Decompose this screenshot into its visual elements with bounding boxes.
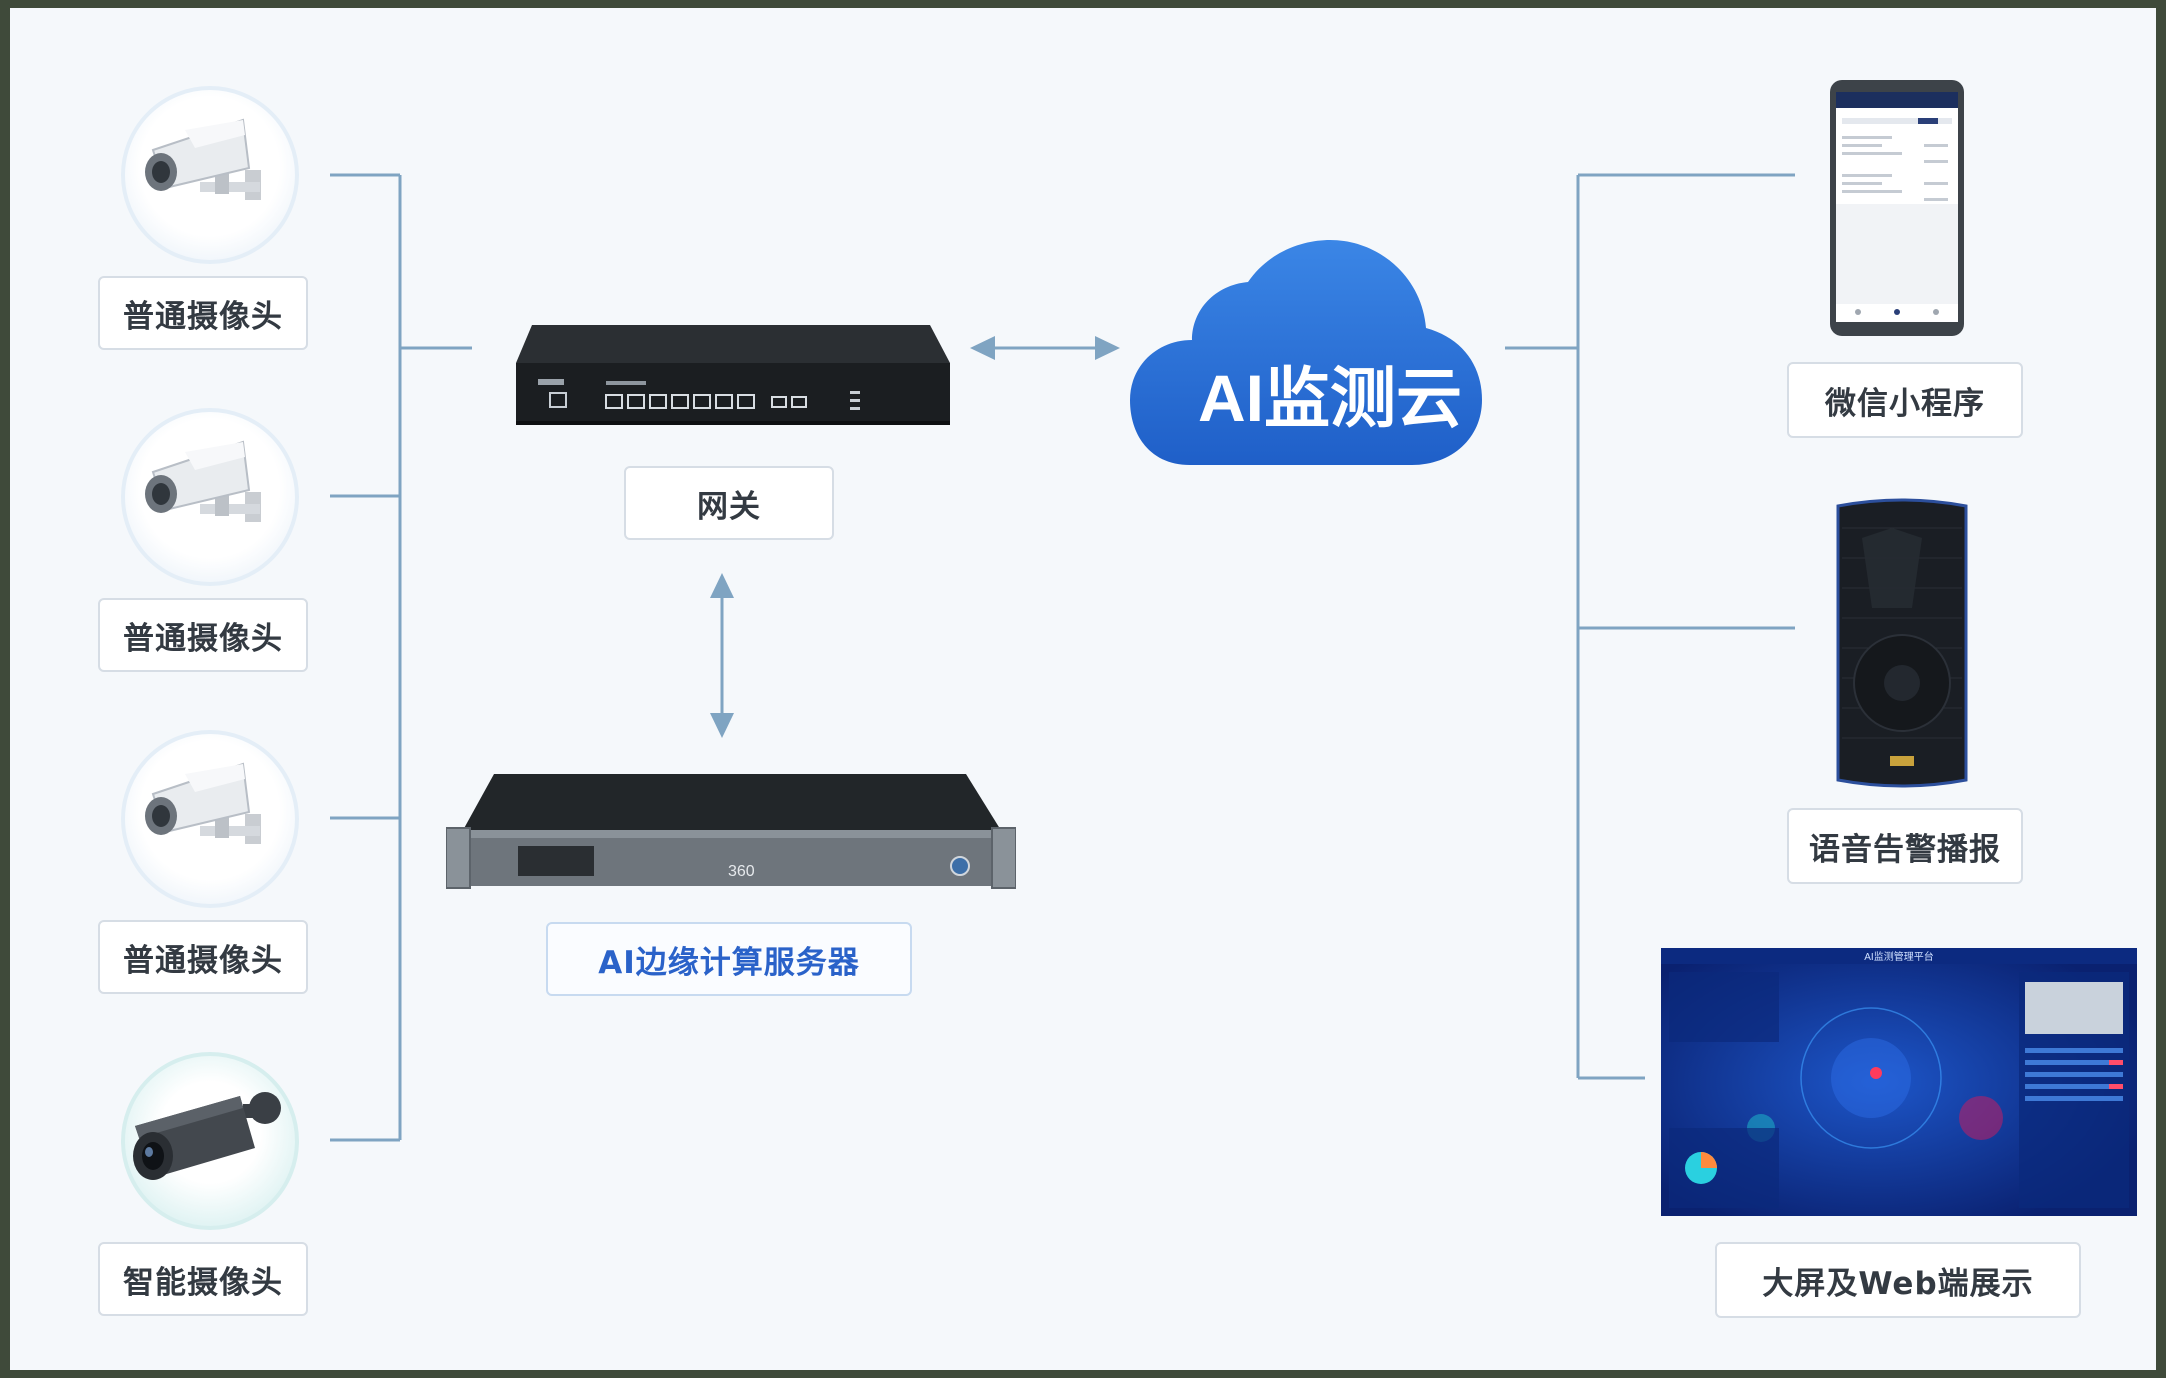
connector-lines [330, 173, 1795, 1142]
camera-normal-3-icon [121, 730, 299, 908]
speaker-icon [1832, 498, 1972, 794]
gateway-label: 网关 [624, 466, 834, 540]
camera-label-4: 智能摄像头 [98, 1242, 308, 1316]
arrow-right-head [1095, 336, 1120, 360]
gateway-router-icon [510, 313, 960, 437]
camera-smart-icon [121, 1052, 299, 1230]
arrow-up-head [710, 573, 734, 598]
edge-server-label: AI边缘计算服务器 [546, 922, 912, 996]
diagram-canvas: 普通摄像头 普通摄像头 普通摄像头 [10, 8, 2156, 1370]
edge-server-icon: 360 [445, 766, 1017, 896]
cloud-label: AI监测云 [1198, 361, 1462, 435]
cloud-icon [1130, 240, 1490, 474]
dashboard-screen-icon: AI监测管理平台 [1661, 948, 2137, 1220]
camera-label-1: 普通摄像头 [98, 276, 308, 350]
camera-normal-2-icon [121, 408, 299, 586]
edge-server-brand: 360 [728, 863, 755, 880]
arrow-left-head [970, 336, 995, 360]
arrow-down-head [710, 713, 734, 738]
wechat-label: 微信小程序 [1787, 362, 2023, 438]
dashboard-title: AI监测管理平台 [1864, 950, 1933, 963]
wechat-phone-icon [1828, 78, 1968, 344]
bigscreen-web-label: 大屏及Web端展示 [1715, 1242, 2081, 1318]
voice-alarm-label: 语音告警播报 [1787, 808, 2023, 884]
camera-label-3: 普通摄像头 [98, 920, 308, 994]
camera-label-2: 普通摄像头 [98, 598, 308, 672]
camera-normal-1-icon [121, 86, 299, 264]
